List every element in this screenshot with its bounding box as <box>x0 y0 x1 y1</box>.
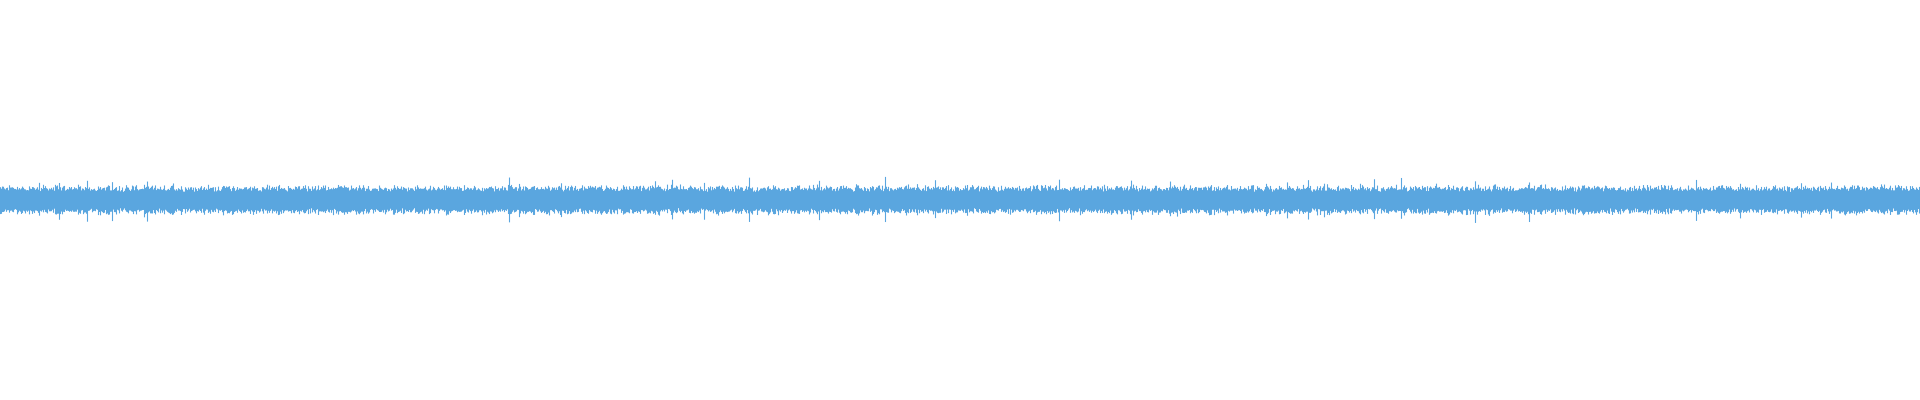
waveform-series <box>0 176 1920 223</box>
